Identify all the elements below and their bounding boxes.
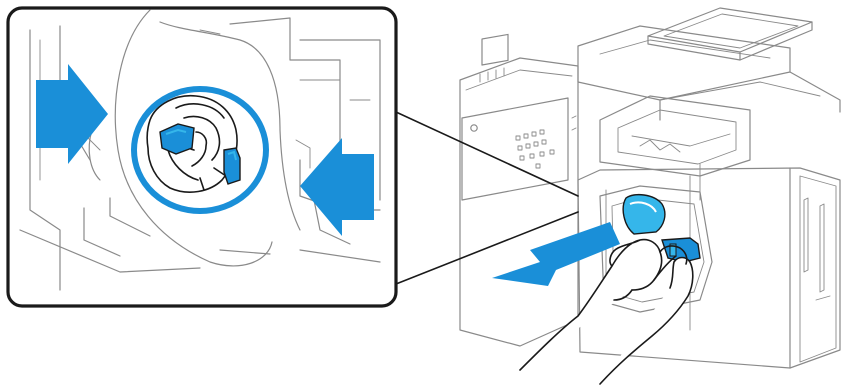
pull-out-arrow [492, 222, 620, 286]
printer [460, 8, 840, 368]
inset-magnified-view [8, 8, 396, 306]
